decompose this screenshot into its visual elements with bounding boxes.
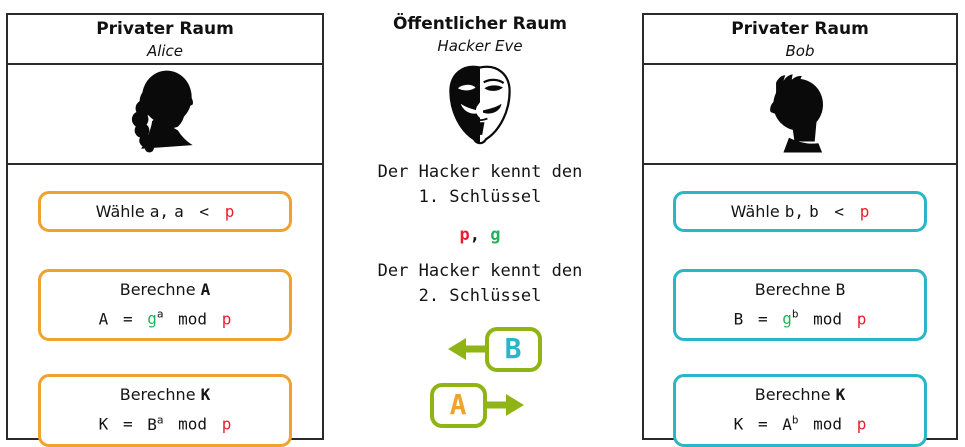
calc-label: Berechne (754, 280, 831, 299)
eve-avatar-section (327, 63, 633, 151)
girl-silhouette-icon (119, 66, 211, 162)
bob-step-compute-K: Berechne K K = Ab mod p (673, 374, 927, 447)
bob-panel-subtitle: Bob (785, 42, 815, 60)
message-a-row: A (321, 379, 633, 431)
alice-step-choose: Wähle a, a < p (38, 191, 292, 232)
message-box-A: A (429, 382, 487, 428)
alice-panel: Privater Raum Alice (6, 13, 324, 447)
alice-panel-subtitle: Alice (146, 42, 184, 60)
eve-fact1-line2: 1. Schlüssel (418, 187, 542, 207)
eve-fact2-line1: Der Hacker kennt den (377, 261, 583, 281)
guy-fawkes-mask-icon (443, 63, 517, 151)
eve-fact2: Der Hacker kennt den 2. Schlüssel (327, 259, 633, 309)
bob-steps: Wähle b, b < p Berechne B B = gb mod p (644, 165, 956, 447)
eve-title: Öffentlicher Raum (392, 14, 568, 34)
bob-avatar-section (644, 65, 956, 165)
bob-panel: Privater Raum Bob Wähle (642, 13, 958, 447)
eve-fact1: Der Hacker kennt den 1. Schlüssel (327, 160, 633, 210)
choose-label: Wähle (730, 202, 780, 221)
alice-panel-header: Privater Raum Alice (8, 15, 322, 65)
alice-step-compute-A: Berechne A A = ga mod p (38, 269, 292, 342)
eve-subtitle: Hacker Eve (437, 37, 523, 55)
bob-step-compute-B: Berechne B B = gb mod p (673, 269, 927, 342)
public-keys: p, g (459, 225, 501, 245)
alice-steps: Wähle a, a < p Berechne A A = ga mod p (8, 165, 322, 447)
calc-label: Berechne (119, 280, 196, 299)
eve-fact1-line1: Der Hacker kennt den (377, 162, 583, 182)
left-arrow-icon (447, 336, 485, 362)
calc-label: Berechne (119, 385, 196, 405)
message-box-B: B (484, 326, 542, 372)
eve-public-column: Öffentlicher Raum Hacker Eve Der Hacker … (327, 13, 633, 431)
bob-step-choose: Wähle b, b < p (673, 191, 927, 232)
calc-label: Berechne (754, 385, 831, 405)
alice-panel-title: Privater Raum (96, 19, 234, 39)
boy-silhouette-icon (754, 66, 846, 162)
right-arrow-icon (486, 392, 525, 418)
choose-label: Wähle (95, 202, 145, 221)
bob-panel-title: Privater Raum (731, 19, 869, 39)
message-b-row: B (355, 323, 633, 375)
alice-step-compute-K: Berechne K K = Ba mod p (38, 374, 292, 447)
alice-avatar-section (8, 65, 322, 165)
bob-panel-header: Privater Raum Bob (644, 15, 956, 65)
eve-fact2-line2: 2. Schlüssel (418, 286, 542, 306)
